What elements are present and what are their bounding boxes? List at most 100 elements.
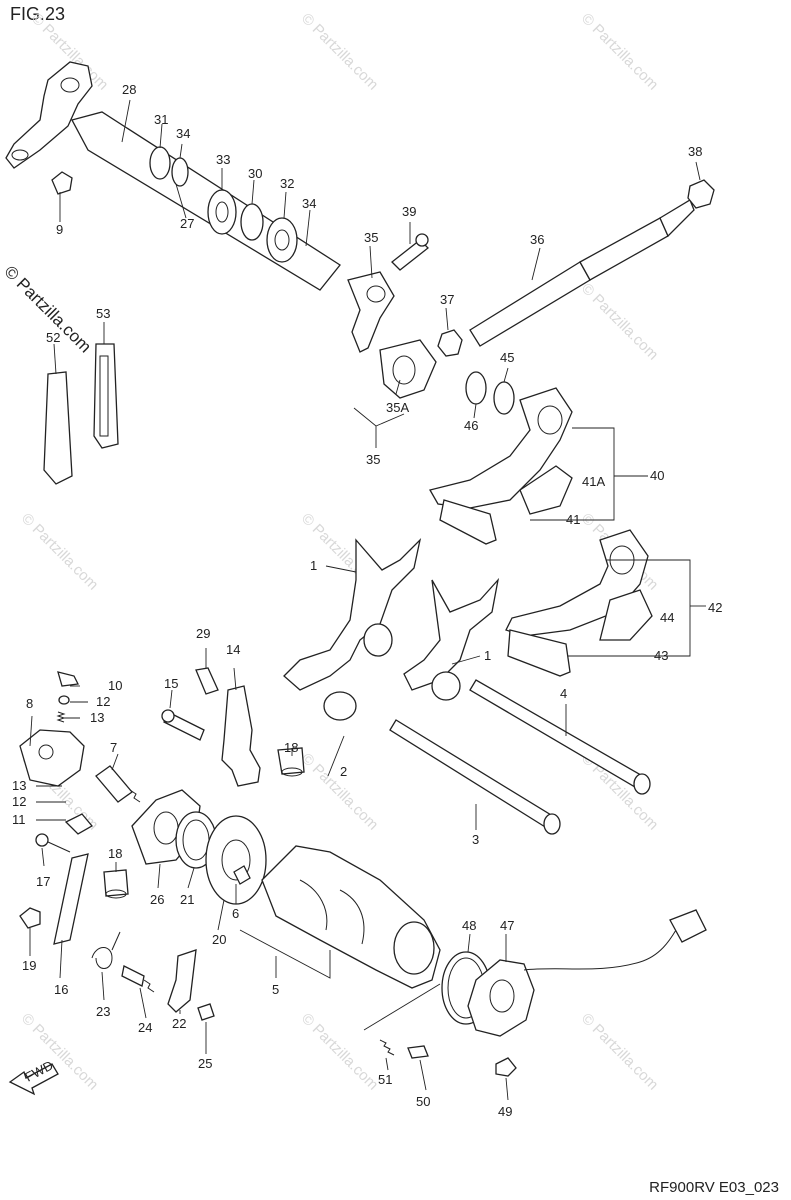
callout-52: 52 [46, 330, 60, 345]
callout-49: 49 [498, 1104, 512, 1119]
part-33-seal [207, 189, 237, 235]
part-35-joint [347, 271, 437, 399]
callout-10: 10 [108, 678, 122, 693]
callout-27: 27 [180, 216, 194, 231]
part-51-spring [379, 1039, 395, 1056]
part-24-pin [121, 965, 155, 993]
part-25-washer [197, 1003, 215, 1021]
callout-37: 37 [440, 292, 454, 307]
callout-46: 46 [464, 418, 478, 433]
part-13-spring [56, 711, 66, 723]
part-19-bolt [19, 907, 41, 929]
part-50-pin [407, 1045, 429, 1059]
part-49-screw [495, 1057, 517, 1077]
callout-9: 9 [56, 222, 63, 237]
callout-35: 35 [364, 230, 378, 245]
callout-45: 45 [500, 350, 514, 365]
callout-16: 16 [54, 982, 68, 997]
part-47-gear-position-switch [467, 929, 677, 1037]
part-38-nut [687, 179, 715, 209]
callout-28: 28 [122, 82, 136, 97]
callout-13-b: 13 [12, 778, 26, 793]
figure-title: FIG.23 [10, 4, 66, 24]
callout-13: 13 [90, 710, 104, 725]
part-16-arm [53, 853, 89, 945]
callout-38: 38 [688, 144, 702, 159]
part-7-pin [95, 765, 141, 803]
diagram-code: RF900RV E03_023 [649, 1179, 779, 1196]
callout-17: 17 [36, 874, 50, 889]
part-12-washer [58, 695, 70, 705]
callout-15: 15 [164, 676, 178, 691]
callout-53: 53 [96, 306, 110, 321]
part-14-plate [221, 685, 261, 787]
callout-24: 24 [138, 1020, 152, 1035]
callout-7: 7 [110, 740, 117, 755]
callout-6: 6 [232, 906, 239, 921]
part-45-washer [493, 381, 515, 415]
callout-labels: 28 31 34 33 30 32 34 27 9 35 39 37 36 38… [12, 82, 722, 1119]
callout-18: 18 [284, 740, 298, 755]
callout-18-b: 18 [108, 846, 122, 861]
callout-41A: 41A [582, 474, 605, 489]
callout-50: 50 [416, 1094, 430, 1109]
callout-12: 12 [96, 694, 110, 709]
callout-21: 21 [180, 892, 194, 907]
callout-12-b: 12 [12, 794, 26, 809]
callout-32: 32 [280, 176, 294, 191]
part-1-shift-fork [283, 537, 422, 721]
callout-44: 44 [660, 610, 674, 625]
part-18-collar [103, 869, 129, 899]
part-11-clip [64, 813, 93, 835]
part-39-bolt [391, 233, 429, 271]
part-9-bolt [51, 171, 73, 195]
part-3-fork-shaft [389, 719, 561, 835]
part-32-bush [266, 217, 298, 263]
callout-41: 41 [566, 512, 580, 527]
callout-22: 22 [172, 1016, 186, 1031]
callout-5: 5 [272, 982, 279, 997]
part-36-shift-rod [469, 199, 695, 347]
callout-29: 29 [196, 626, 210, 641]
part-8-stopper [19, 729, 85, 787]
callout-39: 39 [402, 204, 416, 219]
callout-8: 8 [26, 696, 33, 711]
part-17-bolt [35, 833, 71, 853]
part-6-pin [233, 865, 251, 885]
callout-19: 19 [22, 958, 36, 973]
callout-11: 11 [12, 812, 26, 827]
callout-14: 14 [226, 642, 240, 657]
fwd-arrow-icon: FWD [8, 1058, 59, 1096]
callout-2: 2 [340, 764, 347, 779]
part-4-fork-shaft [469, 679, 651, 795]
callout-36: 36 [530, 232, 544, 247]
callout-51: 51 [378, 1072, 392, 1087]
callout-23: 23 [96, 1004, 110, 1019]
callout-34-b: 34 [302, 196, 316, 211]
part-23-spring [91, 931, 121, 969]
part-5-shift-drum [261, 845, 441, 989]
part-47-connector [669, 909, 707, 943]
part-29-pin [195, 667, 219, 695]
part-53-link [93, 343, 119, 449]
part-15-bolt [161, 709, 205, 741]
callout-25: 25 [198, 1056, 212, 1071]
part-31-washer [149, 146, 171, 180]
callout-47: 47 [500, 918, 514, 933]
leader-lines [29, 99, 706, 1101]
part-46-washer [465, 371, 487, 405]
part-1-shift-fork-b [403, 577, 500, 701]
callout-26: 26 [150, 892, 164, 907]
part-30-spacer [240, 203, 264, 241]
callout-35-b: 35 [366, 452, 380, 467]
part-40-shift-pedal [429, 387, 573, 545]
callout-33: 33 [216, 152, 230, 167]
callout-48: 48 [462, 918, 476, 933]
part-10-clip [57, 671, 79, 687]
callout-30: 30 [248, 166, 262, 181]
callout-40: 40 [650, 468, 664, 483]
part-34-clip [171, 157, 189, 187]
part-52-link [43, 371, 73, 485]
callout-43: 43 [654, 648, 668, 663]
